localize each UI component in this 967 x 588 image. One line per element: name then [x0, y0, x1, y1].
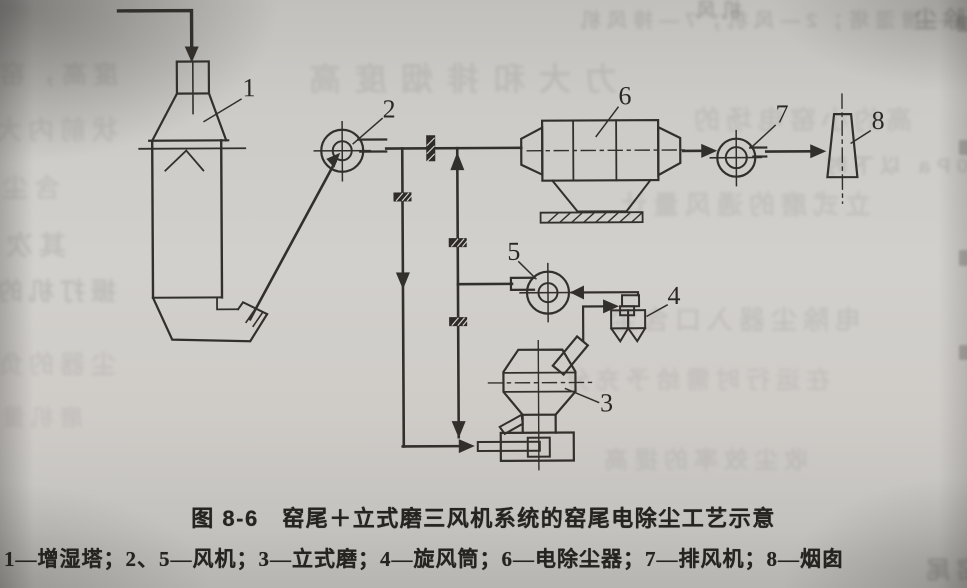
damper-valve-left: [393, 192, 415, 202]
esp-hopper: [551, 178, 652, 213]
fan-5: [509, 262, 578, 323]
mill-air-inlet-bar: [476, 440, 541, 453]
component-label-6: 6: [618, 81, 631, 110]
mill-base: [499, 431, 575, 463]
duct-esp-to-fan7: [681, 143, 718, 158]
page-edge-mark: [959, 140, 967, 155]
page-edge-mark: [959, 250, 967, 266]
esp-ground-base: [539, 211, 644, 224]
raw-gas-inlet-duct: [116, 8, 199, 63]
component-label-4: 4: [667, 281, 680, 310]
component-label-3: 3: [600, 388, 613, 417]
cyclone-4: [609, 294, 647, 344]
damper-valve-main: [426, 135, 436, 163]
figure-caption-title: 图 8-6 窑尾＋立式磨三风机系统的窑尾电除尘工艺示意: [191, 506, 776, 531]
component-label-5: 5: [507, 237, 520, 266]
component-label-1: 1: [242, 73, 255, 102]
component-label-8: 8: [872, 106, 885, 135]
spray-nozzle: [138, 147, 247, 172]
chimney-8: [826, 93, 859, 204]
humidifying-tower: [138, 60, 269, 343]
exhaust-fan-7: [709, 129, 768, 187]
page-edge-mark: [957, 16, 967, 32]
duct-tower-to-fan2: [248, 152, 341, 321]
duct-branch-right: [450, 146, 514, 454]
duct-cyclone-to-fan5: [569, 285, 640, 300]
electrostatic-precipitator-6: [520, 118, 688, 224]
main-duct: [384, 146, 523, 150]
component-label-2: 2: [382, 94, 395, 123]
damper-valve-right-lower: [449, 317, 470, 327]
vertical-mill-3: [476, 340, 594, 471]
fan-2: [313, 120, 388, 182]
mill-feed-chute: [551, 334, 590, 377]
duct-mill-to-cyclone: [551, 299, 620, 377]
label-leader-lines: [203, 98, 872, 404]
duct-fan7-to-chimney: [764, 144, 827, 159]
component-label-7: 7: [775, 99, 788, 128]
figure-caption-legend: 1—增湿塔；2、5—风机；3—立式磨；4—旋风筒；6—电除尘器；7—排风机；8—…: [4, 547, 844, 571]
page-edge-mark: [959, 345, 967, 360]
damper-valve-right-upper: [448, 238, 470, 248]
mill-side-chute: [498, 413, 524, 436]
